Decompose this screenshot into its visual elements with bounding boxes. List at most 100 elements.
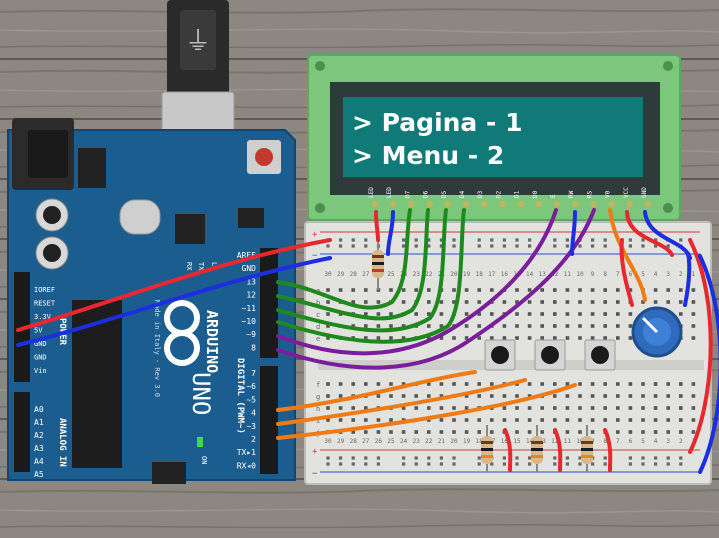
breadboard-hole bbox=[641, 430, 645, 434]
rail-hole bbox=[351, 238, 355, 242]
breadboard-hole bbox=[616, 324, 620, 328]
breadboard-hole bbox=[691, 324, 696, 328]
breadboard-hole bbox=[527, 312, 532, 316]
rail-hole bbox=[553, 244, 557, 248]
breadboard-hole bbox=[590, 394, 595, 398]
breadboard-hole bbox=[527, 336, 532, 340]
breadboard-hole bbox=[666, 382, 670, 386]
breadboard-hole bbox=[427, 406, 431, 410]
wire-pot-gnd bbox=[683, 252, 692, 307]
breadboard-hole bbox=[376, 300, 381, 304]
column-number: 20 bbox=[450, 271, 458, 278]
push-button-3[interactable] bbox=[584, 339, 616, 371]
rail-hole bbox=[666, 462, 670, 466]
lcd-pin bbox=[572, 201, 579, 207]
push-button-2[interactable] bbox=[534, 339, 566, 371]
rail-hole bbox=[427, 238, 431, 242]
power-pin-label: RESET bbox=[34, 300, 56, 308]
lcd-pin-label: D3 bbox=[477, 190, 484, 198]
lcd-pin-label: LED bbox=[368, 187, 375, 198]
breadboard-hole bbox=[628, 394, 633, 398]
breadboard-hole bbox=[628, 336, 633, 340]
column-number: 22 bbox=[425, 438, 433, 445]
lcd-pin bbox=[645, 201, 651, 207]
column-number: 27 bbox=[362, 438, 370, 445]
rail-hole bbox=[402, 238, 406, 242]
row-letter: c bbox=[316, 311, 320, 319]
rail-hole bbox=[565, 456, 569, 460]
breadboard-hole bbox=[502, 300, 507, 304]
lcd-pin bbox=[444, 201, 451, 207]
breadboard-hole bbox=[490, 288, 494, 292]
breadboard-hole bbox=[679, 394, 683, 398]
breadboard-hole bbox=[590, 312, 595, 316]
breadboard-hole bbox=[452, 336, 456, 340]
breadboard-hole bbox=[515, 394, 519, 398]
rail-hole bbox=[641, 462, 645, 466]
breadboard-hole bbox=[616, 406, 620, 410]
breadboard-hole bbox=[590, 300, 595, 304]
breadboard-hole bbox=[464, 312, 469, 316]
breadboard-hole bbox=[616, 430, 620, 434]
rail-hole bbox=[452, 238, 456, 242]
breadboard-hole bbox=[603, 382, 607, 386]
rail-hole bbox=[591, 462, 595, 466]
wire-led-minus bbox=[386, 210, 395, 256]
breadboard-hole bbox=[653, 394, 658, 398]
rail-hole bbox=[490, 462, 494, 466]
breadboard-hole bbox=[578, 382, 582, 386]
wire-vcc bbox=[625, 210, 674, 257]
lcd-pin-label: D4 bbox=[459, 190, 466, 198]
wire-rs bbox=[276, 208, 596, 370]
potentiometer[interactable] bbox=[631, 306, 683, 358]
breadboard-hole bbox=[616, 336, 620, 340]
rail-hole bbox=[414, 456, 418, 460]
rail-hole bbox=[641, 244, 645, 248]
breadboard-hole bbox=[691, 288, 696, 292]
arduino-board: ARDUINO UNO Made in Italy - Rev 3.0 POWE… bbox=[7, 118, 296, 484]
breadboard-hole bbox=[338, 418, 343, 422]
breadboard-hole bbox=[666, 418, 670, 422]
breadboard-hole bbox=[553, 406, 557, 410]
column-number: 16 bbox=[501, 271, 509, 278]
lcd-pin bbox=[426, 201, 433, 207]
breadboard-hole bbox=[452, 288, 456, 292]
breadboard-hole bbox=[439, 300, 444, 304]
breadboard-hole bbox=[477, 300, 481, 304]
rail-hole bbox=[414, 462, 418, 466]
digital-pin-label: ~9 bbox=[246, 330, 256, 339]
column-number: 11 bbox=[564, 271, 572, 278]
lcd-pin-label: LED bbox=[386, 187, 393, 198]
breadboard-hole bbox=[351, 324, 355, 328]
wire-d7 bbox=[276, 208, 412, 310]
breadboard-hole bbox=[326, 336, 330, 340]
rail-plus-bottom: + bbox=[312, 447, 318, 457]
rail-hole bbox=[376, 456, 380, 460]
rail-hole bbox=[666, 244, 670, 248]
push-button-1[interactable] bbox=[484, 339, 516, 371]
rail-hole bbox=[364, 244, 368, 248]
tx-label: TX bbox=[197, 262, 205, 271]
breadboard-hole bbox=[477, 394, 481, 398]
rail-hole bbox=[666, 456, 670, 460]
breadboard-hole bbox=[376, 430, 381, 434]
resistor-lcd bbox=[372, 240, 384, 290]
lcd-pin-label: D5 bbox=[441, 190, 448, 198]
lcd-pin-label: GND bbox=[641, 187, 648, 198]
breadboard-hole bbox=[527, 300, 532, 304]
lcd-pin bbox=[590, 201, 597, 207]
breadboard-hole bbox=[628, 430, 633, 434]
breadboard-hole bbox=[515, 300, 519, 304]
breadboard-hole bbox=[527, 288, 532, 292]
breadboard-hole bbox=[691, 406, 696, 410]
breadboard-hole bbox=[653, 300, 658, 304]
breadboard-hole bbox=[452, 382, 456, 386]
breadboard-hole bbox=[553, 312, 557, 316]
breadboard-hole bbox=[401, 336, 406, 340]
lcd-pin bbox=[608, 201, 615, 207]
rail-hole bbox=[679, 456, 683, 460]
power-pin-label: 5V bbox=[34, 327, 43, 335]
lcd-screen bbox=[343, 97, 643, 177]
breadboard-hole bbox=[628, 324, 633, 328]
